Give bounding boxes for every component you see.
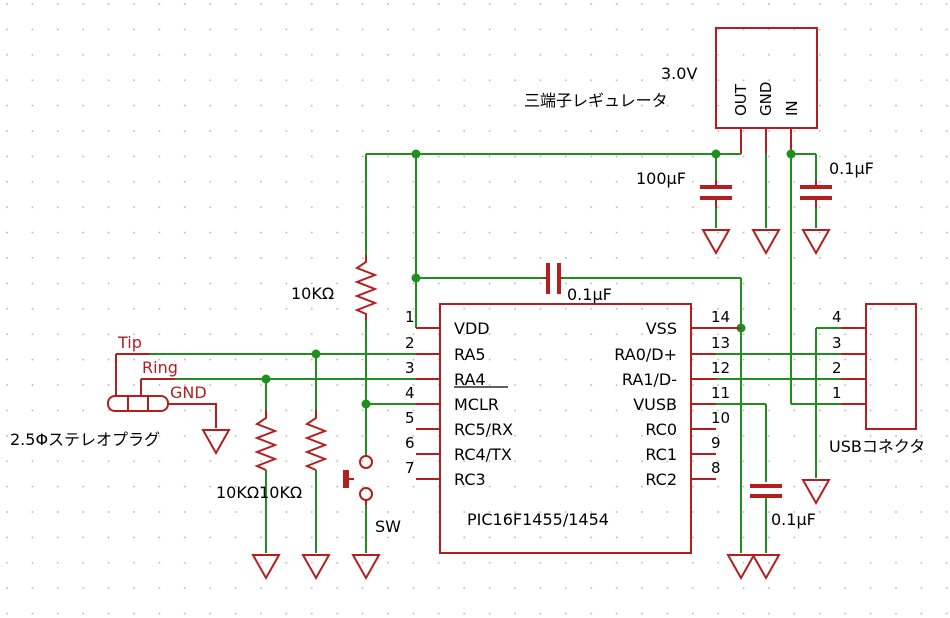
- junction-dots: [261, 149, 796, 409]
- pin-name: RA0/D+: [614, 345, 677, 364]
- resistor-tip-pulldown: [304, 410, 328, 471]
- stereo-jack: [107, 353, 217, 428]
- pin-number: 14: [711, 308, 730, 326]
- pin-name: VUSB: [633, 395, 677, 414]
- capacitor-vusb: [750, 484, 782, 498]
- pin-name: RA4: [454, 370, 486, 389]
- pin-number: 10: [711, 409, 730, 427]
- resistor-mclr-label: 10KΩ: [291, 284, 334, 303]
- pin-name: RC3: [454, 470, 486, 489]
- resistor-mclr-pullup: [354, 255, 378, 320]
- pin-name: RC4/TX: [454, 445, 512, 464]
- jack-gnd-label: GND: [170, 383, 207, 402]
- pin-number: 12: [711, 359, 730, 377]
- pin-name: RC1: [645, 445, 677, 464]
- capacitor-vdd-label: 0.1μF: [567, 285, 612, 304]
- regulator-voltage-label: 3.0V: [661, 64, 697, 83]
- capacitor-input-label: 0.1μF: [829, 159, 874, 178]
- jack-name-label: 2.5Φステレオプラグ: [10, 430, 160, 449]
- pin-number: 5: [405, 409, 415, 427]
- pin-name: RA5: [454, 345, 486, 364]
- push-switch: [343, 455, 373, 505]
- pin-number: 9: [711, 434, 721, 452]
- pin-number: 3: [405, 359, 415, 377]
- regulator-pin-out: OUT: [732, 83, 750, 116]
- pin-number: 7: [405, 459, 415, 477]
- pin-number: 11: [711, 384, 730, 402]
- capacitor-100uf: [700, 180, 732, 208]
- regulator-pin-in: IN: [783, 100, 801, 116]
- mcu-part-label: PIC16F1455/1454: [467, 510, 609, 529]
- regulator-pin-gnd: GND: [757, 82, 775, 116]
- regulator-name-label: 三端子レギュレータ: [524, 91, 668, 110]
- usb-pin-number: 1: [832, 384, 842, 402]
- usb-pin-number: 4: [832, 308, 842, 326]
- resistor-ring-pulldown: [254, 410, 278, 471]
- voltage-regulator: OUT GND IN: [715, 27, 818, 154]
- usb-connector: [841, 303, 917, 430]
- pin-name: RC5/RX: [454, 420, 513, 439]
- pin-name: MCLR: [454, 395, 499, 414]
- pin-number: 8: [711, 459, 721, 477]
- jack-ring-label: Ring: [142, 358, 178, 377]
- pin-name: VDD: [454, 319, 490, 338]
- ground-symbols: [201, 229, 831, 581]
- pin-name: RA1/D-: [622, 370, 677, 389]
- pin-name: RC0: [645, 420, 677, 439]
- capacitor-100uf-label: 100μF: [636, 169, 686, 188]
- capacitor-vdd: [543, 263, 563, 294]
- capacitor-input: [800, 180, 832, 208]
- pin-number: 13: [711, 334, 730, 352]
- usb-connector-label: USBコネクタ: [829, 437, 925, 456]
- pin-number: 6: [405, 434, 415, 452]
- pin-number: 4: [405, 384, 415, 402]
- capacitor-vusb-label: 0.1μF: [771, 510, 816, 529]
- resistor-pulldown-labels: 10KΩ10KΩ: [216, 483, 302, 502]
- jack-tip-label: Tip: [117, 333, 142, 352]
- pin-number: 2: [405, 334, 415, 352]
- pin-name: RC2: [645, 470, 677, 489]
- switch-label: SW: [375, 517, 401, 536]
- usb-pin-number: 3: [832, 334, 842, 352]
- pic-microcontroller: [416, 303, 741, 554]
- pin-name: VSS: [646, 319, 677, 338]
- pin-number: 1: [405, 308, 415, 326]
- usb-pin-number: 2: [832, 359, 842, 377]
